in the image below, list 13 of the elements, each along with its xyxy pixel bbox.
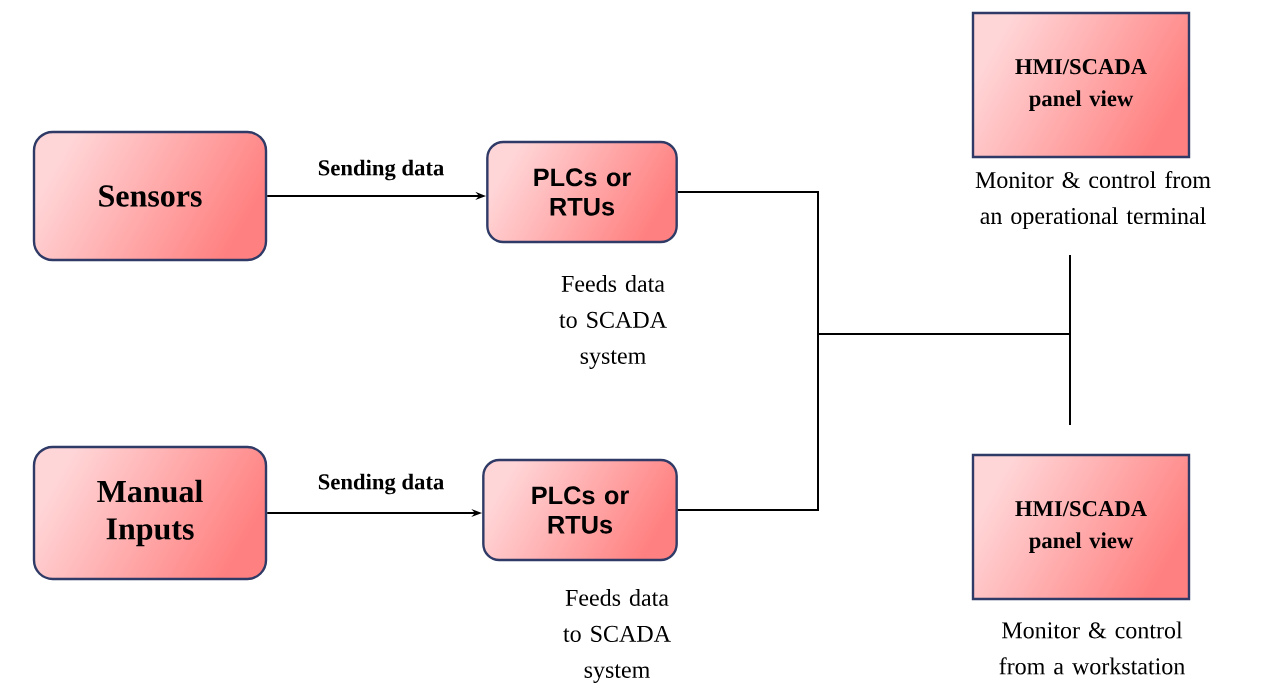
node-caption: Feeds data to SCADA system [563, 589, 671, 683]
process-box: Manual Inputs [32, 445, 268, 581]
node-caption: Monitor & control from an operational terminal [975, 171, 1211, 229]
process-box: HMI/SCADA panel view [971, 453, 1191, 601]
process-box: Sensors [32, 130, 268, 262]
process-box: PLCs or RTUs [482, 458, 678, 562]
edge-label: Sending data [316, 158, 446, 182]
edge-label: Sending data [316, 472, 446, 496]
process-box: PLCs or RTUs [486, 140, 678, 244]
node-caption: Monitor & control from a workstation [999, 621, 1185, 675]
process-box: HMI/SCADA panel view [971, 11, 1191, 159]
connector-line [676, 333, 1071, 511]
node-caption: Feeds data to SCADA system [559, 275, 667, 369]
